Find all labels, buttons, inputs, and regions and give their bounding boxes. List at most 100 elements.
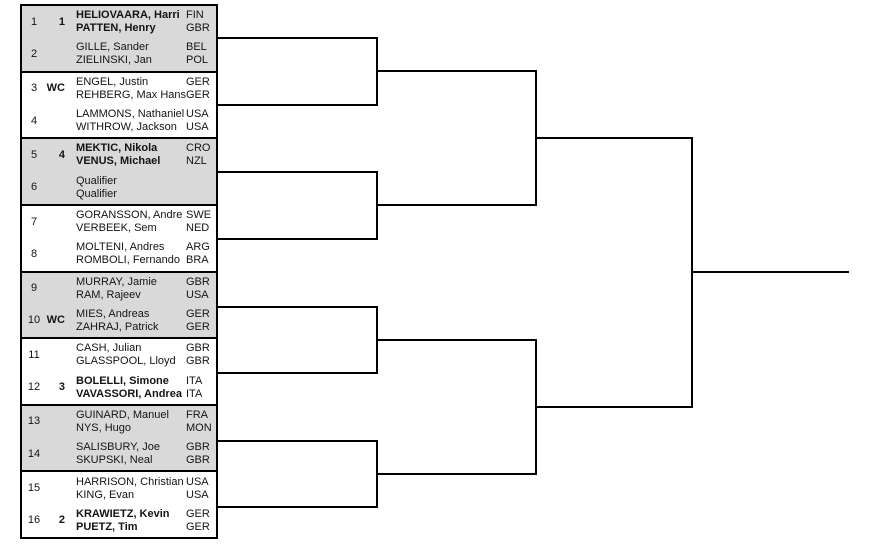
player-name: ROMBOLI, Fernando	[76, 254, 180, 267]
player-name: SKUPSKI, Neal	[76, 454, 153, 467]
bracket-line-vertical	[535, 70, 537, 206]
bracket-line-horizontal	[218, 104, 376, 106]
bracket-line-horizontal	[376, 70, 535, 72]
country-code: GBR	[186, 275, 210, 288]
country-code: NED	[186, 222, 210, 235]
bracket-line-horizontal	[535, 406, 691, 408]
country-code: CRO	[186, 142, 211, 155]
entry-position: 10	[27, 314, 41, 327]
country-code: GBR	[186, 22, 210, 35]
player-name: KRAWIETZ, Kevin	[76, 507, 170, 520]
player-name: Qualifier	[76, 174, 117, 187]
country-code: GBR	[186, 355, 210, 368]
bracket-line-horizontal	[218, 238, 376, 240]
entry-seed-label: 1	[58, 15, 65, 28]
player-name: RAM, Rajeev	[76, 288, 141, 301]
entry-position: 2	[30, 47, 38, 60]
player-name: KING, Evan	[76, 488, 135, 501]
player-name: HARRISON, Christian	[76, 475, 184, 488]
bracket-line-horizontal	[218, 372, 376, 374]
bracket-line-vertical	[376, 171, 378, 240]
bracket-line-horizontal	[376, 339, 535, 341]
country-code: SWE	[186, 209, 212, 222]
player-name: MEKTIC, Nikola	[76, 142, 158, 155]
entry-seed-label: WC	[46, 314, 65, 327]
country-code: USA	[186, 108, 209, 121]
player-name: GUINARD, Manuel	[76, 408, 169, 421]
country-code: GER	[186, 320, 210, 333]
entry-seed-label: WC	[46, 82, 65, 95]
player-name: HELIOVAARA, Harri	[76, 9, 180, 22]
bracket-line-horizontal	[218, 506, 376, 508]
player-name: ENGEL, Justin	[76, 75, 149, 88]
player-name: MURRAY, Jamie	[76, 275, 157, 288]
country-code: ITA	[186, 387, 203, 400]
country-code: USA	[186, 121, 209, 134]
entry-seed-label: 3	[58, 381, 65, 394]
country-code: USA	[186, 288, 209, 301]
bracket-line-horizontal	[218, 171, 376, 173]
bracket-line-horizontal	[535, 137, 691, 139]
player-name: ZAHRAJ, Patrick	[76, 320, 159, 333]
player-name: NYS, Hugo	[76, 421, 132, 434]
bracket-line-vertical	[376, 440, 378, 508]
player-name: VAVASSORI, Andrea	[76, 387, 182, 400]
country-code: POL	[186, 54, 209, 67]
player-name: WITHROW, Jackson	[76, 121, 177, 134]
entry-position: 4	[30, 114, 38, 127]
country-code: GER	[186, 307, 210, 320]
country-code: GER	[186, 75, 210, 88]
country-code: GBR	[186, 441, 210, 454]
player-name: REHBERG, Max Hans	[76, 88, 186, 101]
player-name: SALISBURY, Joe	[76, 441, 160, 454]
country-code: USA	[186, 475, 209, 488]
entry-seed-label: 2	[58, 514, 65, 527]
entry-position: 15	[27, 482, 41, 495]
entry-position: 8	[30, 247, 38, 260]
bracket-line-vertical	[691, 137, 693, 408]
entry-position: 9	[30, 282, 38, 295]
bracket-line-horizontal	[691, 271, 849, 273]
player-name: BOLELLI, Simone	[76, 374, 169, 387]
bracket-line-vertical	[535, 339, 537, 475]
entry-position: 5	[30, 148, 38, 161]
country-code: ARG	[186, 241, 210, 254]
bracket-line-horizontal	[218, 306, 376, 308]
player-name: PATTEN, Henry	[76, 22, 156, 35]
